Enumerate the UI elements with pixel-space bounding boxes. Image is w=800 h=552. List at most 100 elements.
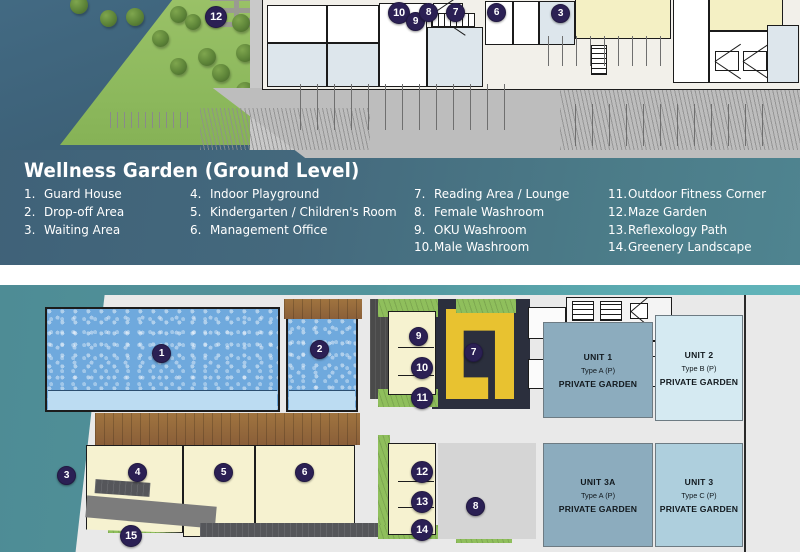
map-marker-7[interactable]: 7	[464, 343, 483, 362]
unit-name: UNIT 3A	[580, 476, 616, 487]
legend-item: 1. Guard House	[24, 185, 124, 203]
legend-item-label: Kindergarten / Children's Room	[209, 203, 397, 219]
paving-strip	[200, 523, 380, 537]
legend-column-3: 7. Reading Area / Lounge 8.Female Washroom…	[414, 185, 569, 256]
tree-icon	[185, 14, 201, 30]
stair-symbol	[572, 301, 594, 321]
legend-item-label: Reading Area / Lounge	[433, 186, 570, 201]
legend-item-label: Maze Garden	[627, 203, 707, 219]
legend-item: 7. Reading Area / Lounge	[414, 185, 569, 203]
washroom-block-upper	[388, 311, 436, 395]
clubhouse-building-upper	[262, 0, 800, 90]
legend-item: 10.Male Washroom	[414, 238, 569, 256]
unit-type: Type A (P)	[580, 490, 616, 500]
tree-icon	[152, 30, 169, 47]
legend-item: 8.Female Washroom	[414, 203, 569, 221]
map-marker-8[interactable]: 8	[419, 3, 438, 22]
tree-icon	[232, 14, 250, 32]
legend-item-number: 9.	[414, 221, 426, 237]
outdoor-fitness-plaza	[438, 443, 536, 539]
legend-item-label: Waiting Area	[43, 221, 121, 237]
map-marker-5[interactable]: 5	[214, 463, 233, 482]
room	[427, 27, 483, 87]
unit-type: Type C (P)	[681, 490, 717, 500]
tree-icon	[170, 6, 187, 23]
reading-lounge-room	[255, 445, 355, 537]
parking-bays	[575, 104, 775, 146]
map-marker-10[interactable]: 10	[411, 357, 433, 379]
room	[267, 5, 327, 43]
legend-item-number: 7.	[414, 186, 426, 201]
unit-type: Type A (P)	[580, 365, 616, 375]
legend-item-label: Management Office	[209, 221, 328, 237]
legend-item-number: 8.	[414, 203, 426, 219]
legend-item-number: 4.	[190, 186, 202, 201]
legend-item: 3.Waiting Area	[24, 221, 124, 239]
unit-name: UNIT 1	[583, 351, 613, 362]
legend-item: 9.OKU Washroom	[414, 221, 569, 239]
legend-item: 2. Drop-off Area	[24, 203, 124, 221]
private-garden-unit: UNIT 3A Type A (P) PRIVATE GARDEN	[543, 443, 653, 547]
legend-item-number: 12.	[608, 203, 628, 219]
legend-item-label: Male Washroom	[433, 239, 530, 255]
legend-item-label: Greenery Landscape	[627, 239, 752, 255]
legend-item: 13.Reflexology Path	[608, 221, 766, 239]
washroom-block	[513, 1, 539, 45]
map-marker-3[interactable]: 3	[57, 466, 76, 485]
unit-garden-label: PRIVATE GARDEN	[659, 503, 739, 514]
legend-item: 4.Indoor Playground	[190, 185, 397, 203]
tree-icon	[170, 58, 187, 75]
map-marker-12[interactable]: 12	[205, 6, 227, 28]
private-garden-unit: UNIT 3 Type C (P) PRIVATE GARDEN	[655, 443, 743, 547]
legend-item-label: Drop-off Area	[43, 203, 125, 219]
tree-icon	[236, 44, 254, 62]
unit-type: Type B (P)	[681, 363, 717, 373]
map-marker-11[interactable]: 11	[411, 387, 433, 409]
map-marker-1[interactable]: 1	[152, 344, 171, 363]
map-marker-6[interactable]: 6	[295, 463, 314, 482]
map-marker-14[interactable]: 14	[411, 519, 433, 541]
legend-item-label: Reflexology Path	[627, 221, 728, 237]
legend-item-number: 1.	[24, 186, 36, 201]
map-marker-6[interactable]: 6	[487, 3, 506, 22]
legend-item: 11.Outdoor Fitness Corner	[608, 185, 766, 203]
unit-garden-label: PRIVATE GARDEN	[558, 378, 638, 389]
washroom-block-lower	[388, 443, 436, 535]
legend-item-number: 11.	[608, 186, 628, 201]
map-marker-7[interactable]: 7	[446, 3, 465, 22]
legend-item: 6.Management Office	[190, 221, 397, 239]
pool-shallow-edge	[48, 390, 277, 410]
legend-item-label: Outdoor Fitness Corner	[627, 186, 767, 201]
map-marker-2[interactable]: 2	[310, 340, 329, 359]
tree-icon	[70, 0, 88, 14]
room	[767, 25, 799, 83]
room	[327, 43, 379, 87]
map-marker-12[interactable]: 12	[411, 461, 433, 483]
map-marker-4[interactable]: 4	[128, 463, 147, 482]
lift-symbol	[630, 303, 648, 319]
lift-symbol	[715, 51, 739, 71]
unit-name: UNIT 3	[684, 476, 714, 487]
legend-item-number: 2.	[24, 203, 36, 219]
legend-item-number: 5.	[190, 203, 202, 219]
timber-deck	[95, 413, 360, 445]
map-marker-9[interactable]: 9	[409, 327, 428, 346]
legend-item-label: Guard House	[43, 186, 122, 201]
parking-bays	[300, 84, 515, 130]
pool-shallow-edge	[289, 390, 355, 410]
map-marker-3[interactable]: 3	[551, 4, 570, 23]
unit-garden-label: PRIVATE GARDEN	[659, 376, 739, 387]
map-marker-8[interactable]: 8	[466, 497, 485, 516]
parking-bays	[110, 112, 190, 128]
stair-symbol	[600, 301, 622, 321]
unit-garden-label: PRIVATE GARDEN	[558, 503, 638, 514]
map-marker-15[interactable]: 15	[120, 525, 142, 547]
map-marker-13[interactable]: 13	[411, 491, 433, 513]
legend-title: Wellness Garden (Ground Level)	[24, 159, 360, 182]
partition	[398, 347, 434, 349]
